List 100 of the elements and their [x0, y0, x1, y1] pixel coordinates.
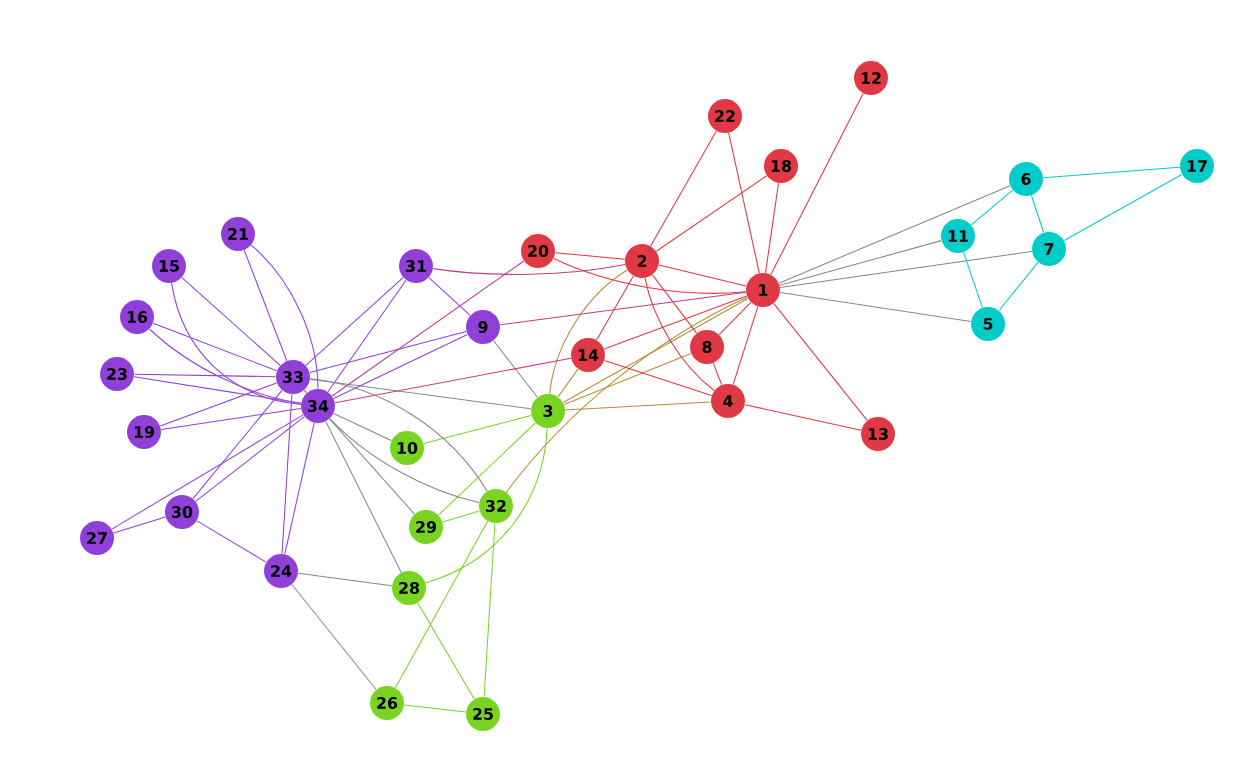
graph-node: 14: [571, 338, 605, 372]
edge-line: [744, 404, 862, 431]
edge-line: [309, 330, 467, 374]
graph-node: 9: [466, 310, 500, 344]
edge-line: [181, 277, 281, 366]
edge-line: [111, 414, 304, 530]
graph-node: 8: [690, 330, 724, 364]
edge-line: [423, 414, 532, 445]
edge-line: [243, 249, 288, 362]
edge-line: [650, 130, 717, 247]
edge-line: [963, 251, 983, 309]
edge-line: [329, 418, 415, 515]
graph-node: 15: [152, 249, 186, 283]
graph-node: 23: [100, 357, 134, 391]
edge-line: [764, 182, 780, 274]
edge-line: [770, 92, 864, 276]
edge-line: [250, 244, 319, 390]
edge-line: [281, 393, 293, 555]
graph-node: 21: [221, 217, 255, 251]
graph-node: 28: [392, 571, 426, 605]
graph-node: 11: [941, 219, 975, 253]
graph-node: 16: [120, 300, 154, 334]
edge-line: [779, 292, 972, 322]
graph-node: 4: [711, 384, 745, 418]
edge-line: [297, 572, 393, 587]
edge-line: [303, 389, 308, 394]
graph-node: 30: [165, 495, 199, 529]
edge-line: [133, 373, 277, 378]
edge-line: [493, 340, 538, 398]
edge-line: [327, 279, 407, 393]
edge-line: [718, 301, 752, 336]
edge-line: [331, 260, 525, 397]
edge-line: [549, 269, 628, 395]
edge-line: [171, 282, 302, 405]
edge-line: [970, 189, 1014, 226]
edge-line: [557, 368, 579, 398]
edge-line: [325, 421, 402, 573]
edge-line: [428, 277, 471, 316]
edge-line: [773, 303, 868, 421]
edge-line: [394, 520, 489, 689]
edge-line: [333, 333, 468, 400]
graph-node: 20: [521, 234, 555, 268]
graph-node: 17: [1180, 149, 1214, 183]
graph-node: 5: [971, 307, 1005, 341]
edge-line: [417, 602, 475, 700]
edge-line: [442, 510, 480, 523]
graph-node: 26: [370, 686, 404, 720]
edge-line: [195, 416, 305, 502]
edge-line: [1030, 194, 1045, 234]
edge-line: [425, 427, 548, 584]
edge-line: [159, 382, 278, 427]
edge-line: [712, 362, 723, 386]
edge-line: [333, 412, 392, 442]
edge-line: [728, 132, 760, 274]
edge-line: [562, 297, 749, 403]
edge-line: [651, 274, 698, 334]
edge-line: [644, 277, 715, 392]
edge-line: [1042, 166, 1181, 179]
graph-node: 34: [301, 389, 335, 423]
graph-node: 22: [708, 99, 742, 133]
graph-node: 25: [466, 697, 500, 731]
graph-node: 1: [746, 273, 780, 307]
edge-line: [658, 264, 747, 287]
edge-line: [505, 296, 748, 493]
edge-line: [133, 376, 302, 404]
edge-line: [1063, 173, 1183, 242]
edge-line: [732, 306, 759, 385]
edge-line: [309, 378, 488, 492]
graph-node: 6: [1009, 162, 1043, 196]
graph-node: 7: [1032, 232, 1066, 266]
edge-line: [196, 520, 267, 563]
edge-line: [603, 359, 713, 397]
edge-line: [603, 295, 748, 350]
edge-line: [778, 185, 1011, 284]
edge-line: [655, 175, 768, 252]
graph-node: 3: [531, 394, 565, 428]
edge-line: [152, 322, 278, 372]
edge-line: [554, 252, 626, 260]
graph-node: 29: [409, 510, 443, 544]
edge-line: [432, 263, 626, 275]
edge-line: [305, 277, 404, 366]
edge-line: [284, 422, 315, 555]
edge-line: [403, 704, 467, 713]
edge-line: [596, 275, 634, 341]
graph-node: 32: [479, 489, 513, 523]
edge-line: [998, 261, 1039, 312]
edge-line: [334, 357, 572, 404]
edge-line: [160, 408, 302, 430]
edge-line: [309, 378, 532, 410]
edge-line: [291, 584, 377, 690]
edge-line: [779, 250, 1033, 289]
graph-node: 18: [764, 149, 798, 183]
edge-line: [113, 516, 166, 534]
edge-line: [564, 401, 712, 411]
graph-node: 24: [264, 554, 298, 588]
graph-node: 31: [399, 249, 433, 283]
graph-node: 13: [861, 417, 895, 451]
graph-node: 27: [80, 521, 114, 555]
edge-line: [438, 422, 536, 516]
edge-line: [553, 257, 747, 294]
